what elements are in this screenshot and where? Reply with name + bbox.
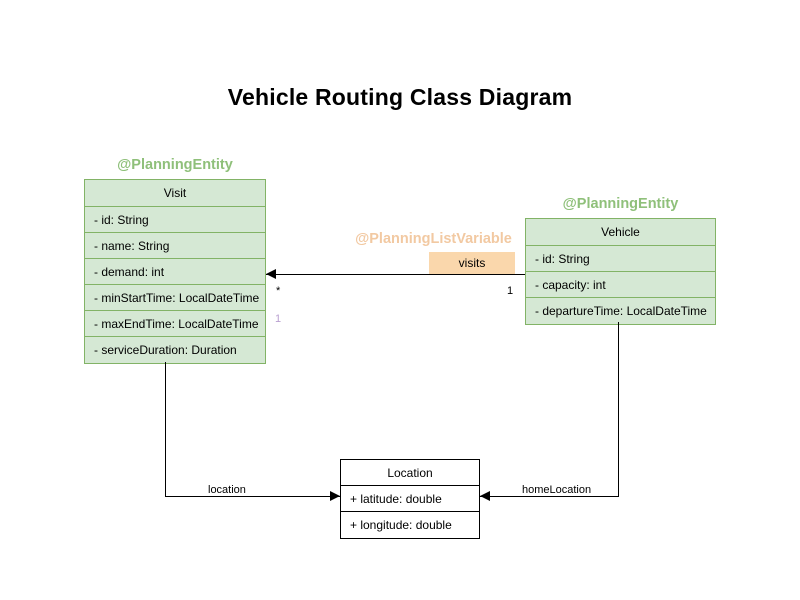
attribute-row: - minStartTime: LocalDateTime xyxy=(85,285,265,311)
association-line-homelocation-vertical xyxy=(618,322,619,497)
multiplicity-visit-one: 1 xyxy=(275,313,282,325)
class-box-location[interactable]: Location + latitude: double + longitude:… xyxy=(340,459,480,539)
class-name-vehicle: Vehicle xyxy=(526,219,715,246)
arrowhead-icon-location xyxy=(330,491,340,501)
attribute-row: - serviceDuration: Duration xyxy=(94,343,237,357)
stereotype-label-vehicle: @PlanningEntity xyxy=(562,196,679,212)
association-line-location-vertical xyxy=(165,362,166,496)
association-line-location-horizontal xyxy=(165,496,340,497)
attribute-row: - maxEndTime: LocalDateTime xyxy=(85,311,265,337)
class-box-visit[interactable]: Visit - id: String - name: String - dema… xyxy=(84,179,266,364)
arrowhead-icon-visits xyxy=(266,269,276,279)
association-line-visits xyxy=(266,274,525,275)
class-name-location: Location xyxy=(341,460,479,486)
attribute-row: - capacity: int xyxy=(526,272,715,298)
stereotype-label-planning-list-variable: @PlanningListVariable xyxy=(355,231,512,247)
multiplicity-visit-many: * xyxy=(276,285,281,297)
attribute-row: + latitude: double xyxy=(341,486,479,512)
association-label-location: location xyxy=(205,484,249,496)
association-label-homelocation: homeLocation xyxy=(519,484,595,496)
class-box-vehicle[interactable]: Vehicle - id: String - capacity: int - d… xyxy=(525,218,716,325)
association-line-homelocation-horizontal xyxy=(480,496,619,497)
attribute-row: - departureTime: LocalDateTime xyxy=(535,304,707,318)
stereotype-label-visit: @PlanningEntity xyxy=(117,157,233,173)
attribute-row: - name: String xyxy=(85,233,265,259)
page-title: Vehicle Routing Class Diagram xyxy=(227,84,573,110)
attribute-row: - demand: int xyxy=(85,259,265,285)
class-name-visit: Visit xyxy=(85,180,265,207)
association-label-visits: visits xyxy=(429,252,515,274)
attribute-row: + longitude: double xyxy=(350,518,452,532)
arrowhead-icon-homelocation xyxy=(480,491,490,501)
multiplicity-vehicle-one: 1 xyxy=(507,285,514,297)
attribute-row: - id: String xyxy=(85,207,265,233)
attribute-row: - id: String xyxy=(526,246,715,272)
